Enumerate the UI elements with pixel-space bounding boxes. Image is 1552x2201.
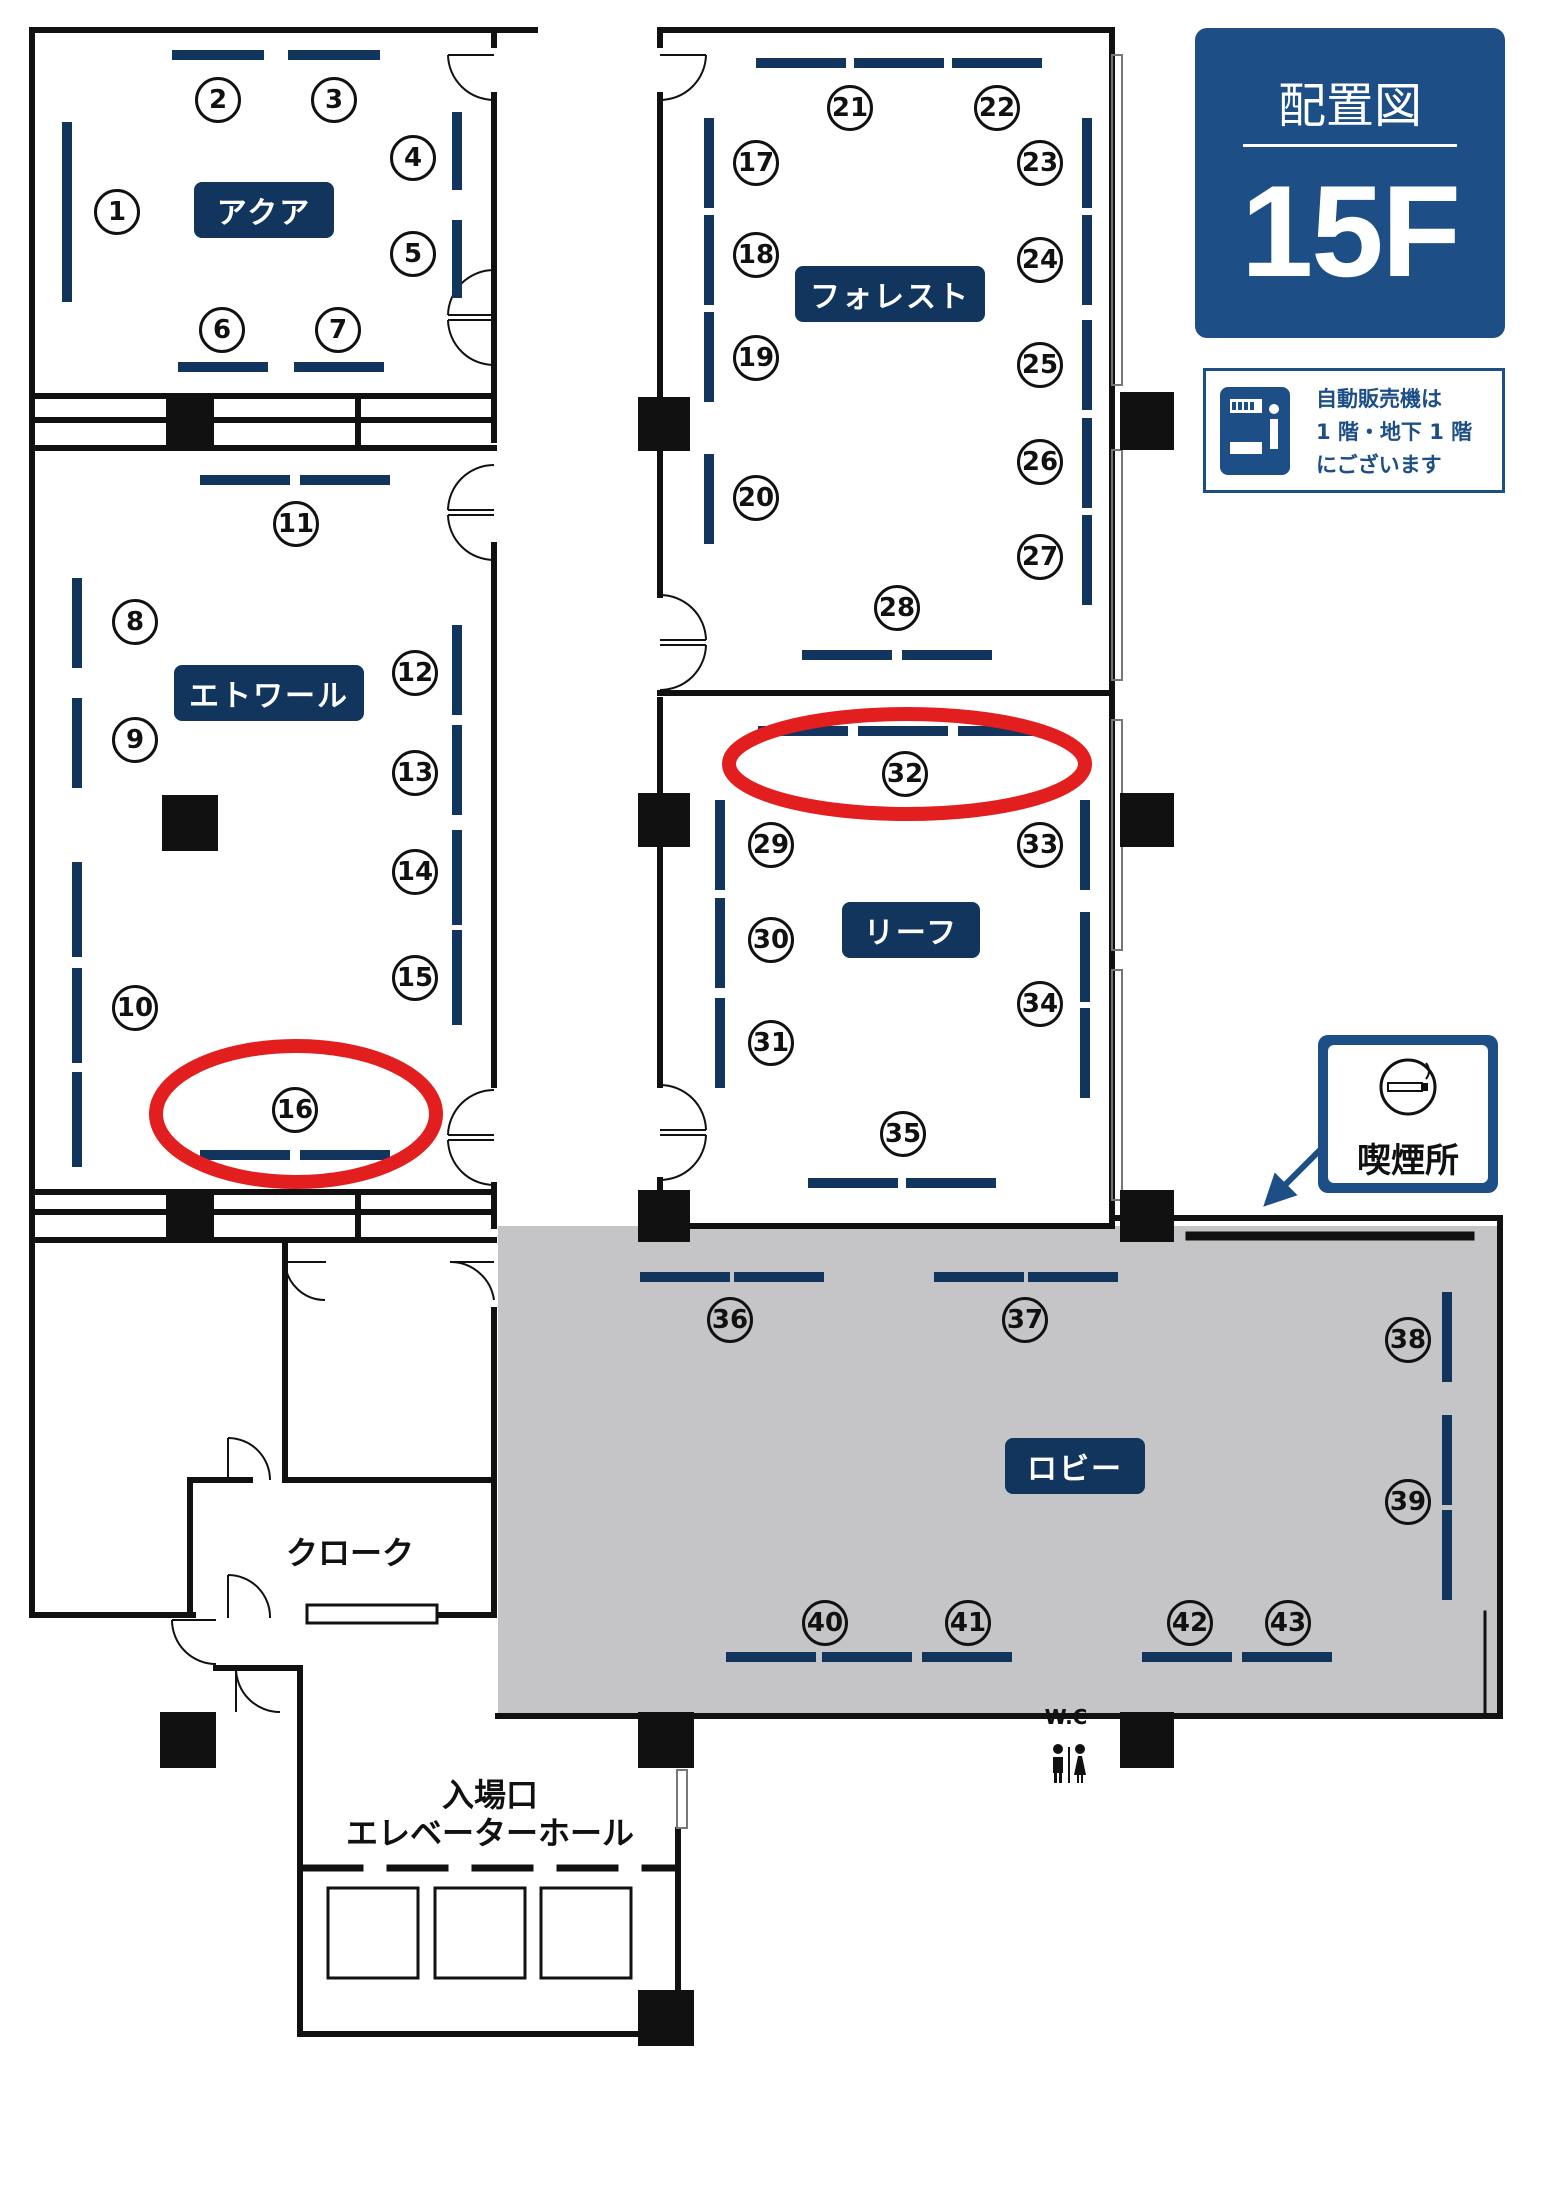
booth-24[interactable]: 24 [1017, 237, 1063, 283]
wall-left-top [29, 27, 196, 1618]
booth-35[interactable]: 35 [880, 1111, 926, 1157]
vending-notice: 自動販売機は 1 階・地下 1 階 にございます [1203, 368, 1505, 493]
booth-2[interactable]: 2 [195, 77, 241, 123]
booth-4[interactable]: 4 [390, 135, 436, 181]
restroom-icon [1053, 1744, 1086, 1783]
booth-15[interactable]: 15 [392, 955, 438, 1001]
booth-32[interactable]: 32 [882, 751, 928, 797]
booth-31[interactable]: 31 [748, 1020, 794, 1066]
booth-18[interactable]: 18 [733, 232, 779, 278]
booth-3[interactable]: 3 [311, 77, 357, 123]
booth-26[interactable]: 26 [1017, 439, 1063, 485]
booth-22[interactable]: 22 [974, 85, 1020, 131]
booth-29[interactable]: 29 [748, 822, 794, 868]
booth-17[interactable]: 17 [733, 140, 779, 186]
restroom-label: W.C [1044, 1705, 1088, 1729]
booth-16[interactable]: 16 [272, 1087, 318, 1133]
room-label-cloak: クローク [285, 1534, 414, 1572]
vending-line-1: 自動販売機は [1316, 387, 1442, 411]
title-divider [1243, 144, 1457, 147]
booth-34[interactable]: 34 [1017, 981, 1063, 1027]
cigarette-icon [1379, 1058, 1437, 1116]
booth-33[interactable]: 33 [1017, 822, 1063, 868]
vending-line-3: にございます [1316, 453, 1442, 477]
vending-machine-icon [1220, 387, 1290, 475]
booth-14[interactable]: 14 [392, 849, 438, 895]
smoking-area-sign: 喫煙所 [1318, 1035, 1498, 1193]
booth-36[interactable]: 36 [707, 1297, 753, 1343]
booth-42[interactable]: 42 [1167, 1600, 1213, 1646]
room-label-lobby: ロビー [1005, 1438, 1145, 1494]
booth-25[interactable]: 25 [1017, 342, 1063, 388]
booth-37[interactable]: 37 [1002, 1297, 1048, 1343]
booth-5[interactable]: 5 [390, 231, 436, 277]
booth-8[interactable]: 8 [112, 599, 158, 645]
elevator-hall-label: エレベーターホール [345, 1814, 634, 1852]
booth-38[interactable]: 38 [1385, 1317, 1431, 1363]
booth-39[interactable]: 39 [1385, 1479, 1431, 1525]
booth-28[interactable]: 28 [874, 585, 920, 631]
booth-7[interactable]: 7 [315, 307, 361, 353]
smoking-label: 喫煙所 [1357, 1141, 1459, 1181]
booth-1[interactable]: 1 [94, 189, 140, 235]
floor-number: 15F [1240, 158, 1461, 304]
booth-30[interactable]: 30 [748, 917, 794, 963]
booth-9[interactable]: 9 [112, 717, 158, 763]
highlight-ellipse-16 [149, 1039, 443, 1189]
floor-title-badge: 配置図 15F [1195, 28, 1505, 338]
booth-11[interactable]: 11 [273, 501, 319, 547]
booth-20[interactable]: 20 [733, 475, 779, 521]
room-label-aqua: アクア [194, 182, 334, 238]
booth-43[interactable]: 43 [1265, 1600, 1311, 1646]
booth-41[interactable]: 41 [945, 1600, 991, 1646]
booth-13[interactable]: 13 [392, 750, 438, 796]
booth-27[interactable]: 27 [1017, 534, 1063, 580]
booth-19[interactable]: 19 [733, 335, 779, 381]
booth-23[interactable]: 23 [1017, 140, 1063, 186]
room-label-forest: フォレスト [795, 266, 985, 322]
map-title: 配置図 [1277, 78, 1422, 134]
room-label-leaf: リーフ [842, 902, 980, 958]
lobby-area [498, 1226, 1500, 1716]
entrance-label: 入場口 [441, 1776, 538, 1814]
booth-21[interactable]: 21 [827, 85, 873, 131]
booth-10[interactable]: 10 [112, 985, 158, 1031]
booth-12[interactable]: 12 [392, 650, 438, 696]
booth-6[interactable]: 6 [199, 307, 245, 353]
vending-line-2: 1 階・地下 1 階 [1316, 420, 1473, 444]
room-label-etoile: エトワール [174, 665, 364, 721]
booth-40[interactable]: 40 [802, 1600, 848, 1646]
highlight-ellipse-32 [722, 707, 1092, 821]
